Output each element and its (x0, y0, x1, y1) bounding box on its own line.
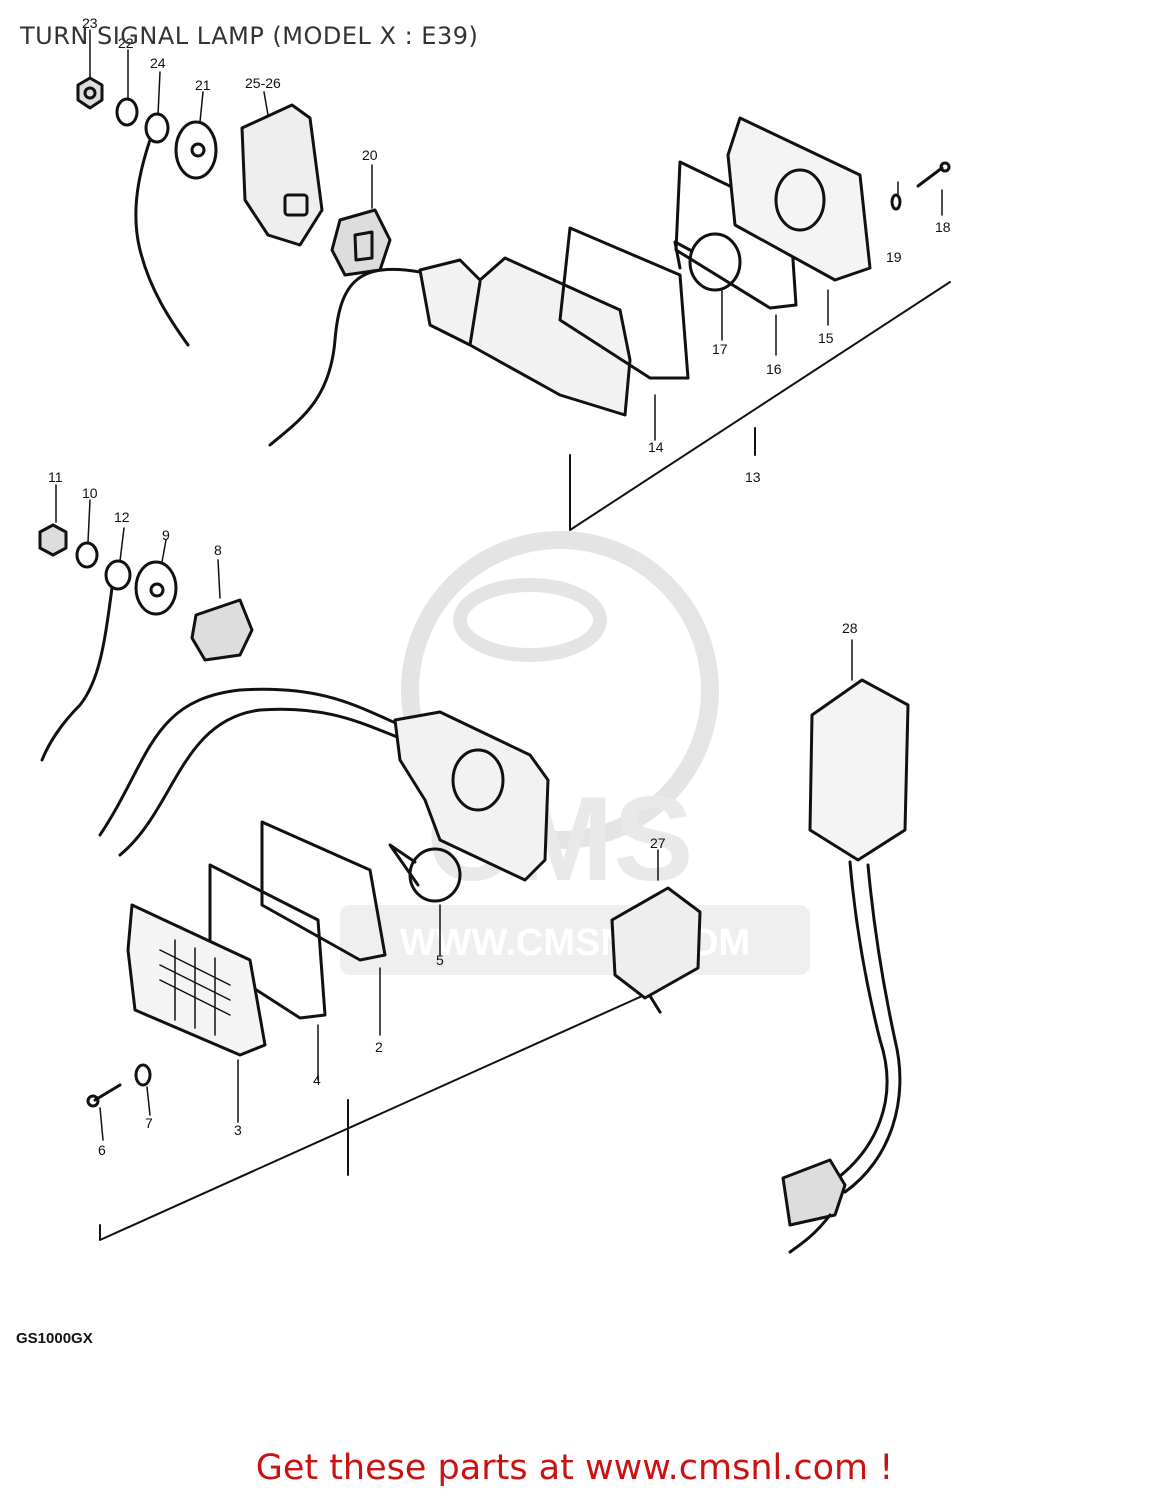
ground-wire-bottom (40, 586, 114, 762)
washer-19-icon (890, 193, 902, 211)
watermark-mascot-icon (401, 531, 719, 849)
callout-labels: 23 22 24 21 25-26 20 18 19 15 16 17 14 1… (48, 15, 951, 1158)
lamp-wire-bottom-2 (118, 707, 407, 857)
callout-10: 10 (82, 485, 98, 501)
washer-9-icon (134, 560, 178, 616)
callout-19: 19 (886, 249, 902, 265)
connector-wire (788, 1213, 832, 1254)
ring-terminal-24-icon (144, 112, 170, 144)
callout-23: 23 (82, 15, 98, 31)
callout-5: 5 (436, 952, 444, 968)
callout-18: 18 (935, 219, 951, 235)
callout-28: 28 (842, 620, 858, 636)
lock-washer-22-icon (115, 97, 139, 127)
callout-15: 15 (818, 330, 834, 346)
callout-12: 12 (114, 509, 130, 525)
footer-link[interactable]: Get these parts at www.cmsnl.com ! (255, 1448, 894, 1488)
flasher-wire (833, 860, 889, 1182)
callout-25-26: 25-26 (245, 75, 281, 91)
lens-3-icon (126, 903, 267, 1057)
callout-7: 7 (145, 1115, 153, 1131)
ring-terminal-12-icon (104, 559, 132, 591)
nut-23-icon (76, 76, 104, 110)
callout-14: 14 (648, 439, 664, 455)
callout-20: 20 (362, 147, 378, 163)
grommet-8-icon (190, 598, 254, 662)
callout-9: 9 (162, 527, 170, 543)
callout-22: 22 (118, 35, 134, 51)
callout-2: 2 (375, 1039, 383, 1055)
screw-6-icon (93, 1083, 122, 1102)
relay-27-icon (610, 886, 702, 1000)
ground-wire-top (134, 138, 190, 347)
callout-3: 3 (234, 1122, 242, 1138)
callout-8: 8 (214, 542, 222, 558)
flasher-connector-icon (781, 1158, 847, 1227)
assembly-bracket-13 (569, 281, 951, 531)
lamp-housing-bottom-icon (393, 710, 550, 882)
callout-17: 17 (712, 341, 728, 357)
callout-27: 27 (650, 835, 666, 851)
washer-7-icon (134, 1063, 152, 1087)
lamp-wire-top (268, 267, 422, 447)
callout-13: 13 (745, 469, 761, 485)
callout-16: 16 (766, 361, 782, 377)
washer-21-icon (174, 120, 218, 180)
lens-15-icon (726, 116, 872, 282)
grommet-20-icon (330, 208, 392, 277)
lamp-housing-top-icon (418, 256, 632, 417)
gasket-14-icon (558, 226, 690, 380)
watermark-goggles-icon (453, 578, 607, 662)
callout-6: 6 (98, 1142, 106, 1158)
screw-18-icon (916, 166, 944, 188)
callout-24: 24 (150, 55, 166, 71)
page-title: TURN SIGNAL LAMP (MODEL X : E39) (20, 22, 479, 50)
callout-4: 4 (313, 1072, 321, 1088)
nut-11-icon (38, 523, 68, 557)
bulb-17-icon (688, 232, 742, 292)
flasher-28-icon (808, 678, 910, 862)
assembly-bracket-bottom (99, 987, 661, 1241)
callout-11: 11 (48, 469, 63, 485)
bracket-25-26-icon (240, 103, 324, 247)
model-label: GS1000GX (16, 1330, 93, 1347)
lamp-wire-bottom-1 (98, 687, 402, 837)
callout-21: 21 (195, 77, 211, 93)
lock-washer-10-icon (75, 541, 99, 569)
